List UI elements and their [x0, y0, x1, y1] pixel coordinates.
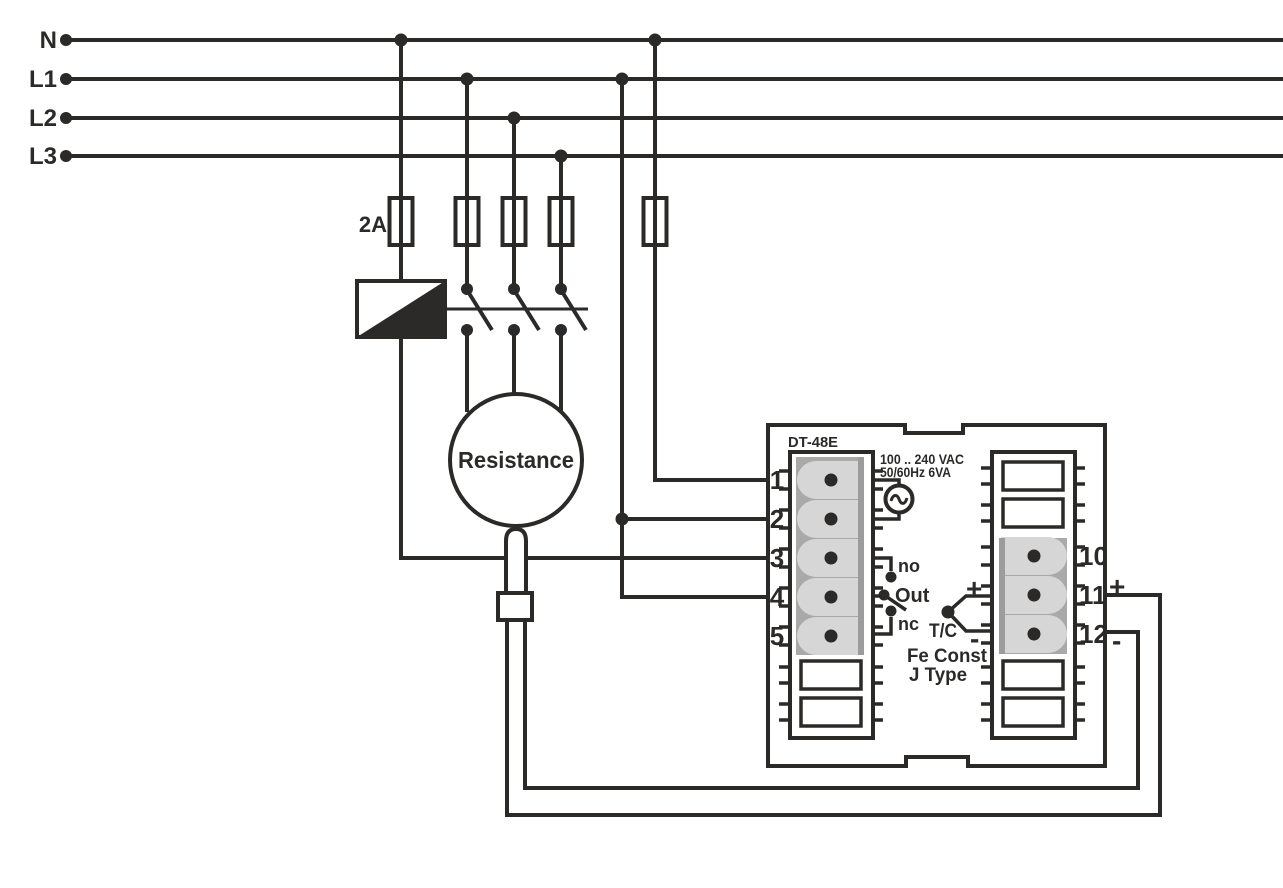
terminal-number-11: 11 [1079, 580, 1107, 610]
terminal-screw [1027, 588, 1041, 602]
controller-box: DT-48E 1 2 3 4 5 [766, 423, 1108, 768]
tc-junction-point [941, 605, 955, 619]
tc-plus-label: + [966, 573, 982, 604]
contactor-pole-2 [508, 283, 541, 396]
probe-head [496, 591, 534, 622]
terminal-ticks [871, 469, 883, 722]
contact-arm [512, 288, 541, 332]
relay-no-label: no [898, 556, 920, 576]
probe-sheath [504, 526, 528, 594]
spare-terminal-tab [799, 696, 863, 728]
wire-n-to-terminal1 [653, 40, 768, 482]
fuse-controller [641, 196, 669, 247]
ac-supply-symbol: 100 .. 240 VAC 50/60Hz 6VA [872, 452, 964, 521]
spare-terminal-tab [799, 659, 863, 691]
relay-nc-label: nc [898, 614, 919, 634]
wire-coil-to-terminal3 [399, 337, 768, 560]
bus-label-n: N [40, 27, 57, 54]
spare-terminal-tab [1001, 460, 1065, 492]
contactor-pole-3 [555, 283, 588, 411]
power-rating-line2: 50/60Hz 6VA [880, 465, 951, 480]
relay-out-label: Out [895, 585, 930, 607]
terminal-number-5: 5 [770, 621, 784, 651]
junction-dot [460, 72, 474, 86]
terminal-ticks [779, 469, 791, 722]
supply-bus: N L1 L2 L3 [29, 27, 1283, 170]
spare-terminal-tab [1001, 659, 1065, 691]
terminal-screw [824, 629, 838, 643]
fuse-2a [387, 196, 415, 247]
terminal-number-2: 2 [770, 504, 784, 534]
fuse-rating-label: 2A [359, 212, 387, 237]
bus-label-l2: L2 [29, 105, 57, 132]
relay-no-point [885, 571, 897, 583]
bus-terminal-dot [60, 112, 72, 124]
load-circle [448, 392, 584, 528]
contact-arm [559, 288, 588, 332]
terminal-number-4: 4 [770, 582, 785, 612]
tc-type-line2: J Type [909, 665, 967, 686]
thermocouple-circuit: + - [496, 526, 1162, 817]
terminal-number-10: 10 [1079, 541, 1108, 571]
ext-plus-label: + [1109, 571, 1125, 602]
junction-dot [615, 512, 629, 526]
bus-label-l3: L3 [29, 143, 57, 170]
relay-switch-arm [886, 595, 907, 612]
sensor-wire-minus [523, 621, 1140, 790]
junction-dot [615, 72, 629, 86]
wire-l1-to-terminal4 [620, 79, 768, 599]
junction-dot [648, 33, 662, 47]
junction-dot [554, 149, 568, 163]
terminal-screw [1027, 627, 1041, 641]
terminal-number-3: 3 [770, 543, 784, 573]
contact-arm [465, 288, 494, 332]
terminal-number-1: 1 [770, 465, 784, 495]
contactor [355, 279, 768, 560]
thermocouple-input: + - T/C Fe Const J Type [907, 573, 991, 686]
terminal-screw [824, 590, 838, 604]
controller-model-label: DT-48E [788, 434, 838, 451]
load-label: Resistance [458, 447, 574, 473]
power-rating-line1: 100 .. 240 VAC [880, 452, 964, 467]
fuse-l2 [500, 196, 528, 247]
bus-terminal-dot [60, 34, 72, 46]
tc-label: T/C [929, 621, 957, 642]
terminal-screw [824, 512, 838, 526]
bus-terminal-dot [60, 150, 72, 162]
junction-dot [507, 111, 521, 125]
bus-label-l1: L1 [29, 66, 57, 93]
left-terminal-block: 1 2 3 4 5 [770, 450, 883, 740]
terminal-ticks [1073, 466, 1085, 722]
feeder-wires: 2A [359, 33, 768, 599]
resistance-load: Resistance [448, 392, 584, 528]
sine-wave-icon [889, 494, 909, 505]
terminal-ticks [981, 466, 993, 722]
right-terminal-block: 10 11 12 [981, 450, 1108, 740]
bus-terminal-dot [60, 73, 72, 85]
terminal-screw [1027, 549, 1041, 563]
terminal-number-12: 12 [1079, 619, 1108, 649]
tc-type-line1: Fe Const [907, 646, 988, 667]
junction-dot [394, 33, 408, 47]
ext-minus-label: - [1112, 625, 1121, 656]
spare-terminal-tab [1001, 696, 1065, 728]
relay-output-contact: no Out nc [872, 556, 930, 636]
sensor-wire-plus [505, 593, 1162, 817]
relay-nc-point [885, 605, 897, 617]
spare-terminal-tab [1001, 497, 1065, 529]
terminal-screw [824, 551, 838, 565]
fuse-l1 [453, 196, 481, 247]
terminal-screw [824, 473, 838, 487]
contactor-coil-triangle [357, 281, 445, 337]
fuse-l3 [547, 196, 575, 247]
contactor-pole-1 [461, 283, 494, 412]
tc-minus-label: - [970, 623, 979, 654]
